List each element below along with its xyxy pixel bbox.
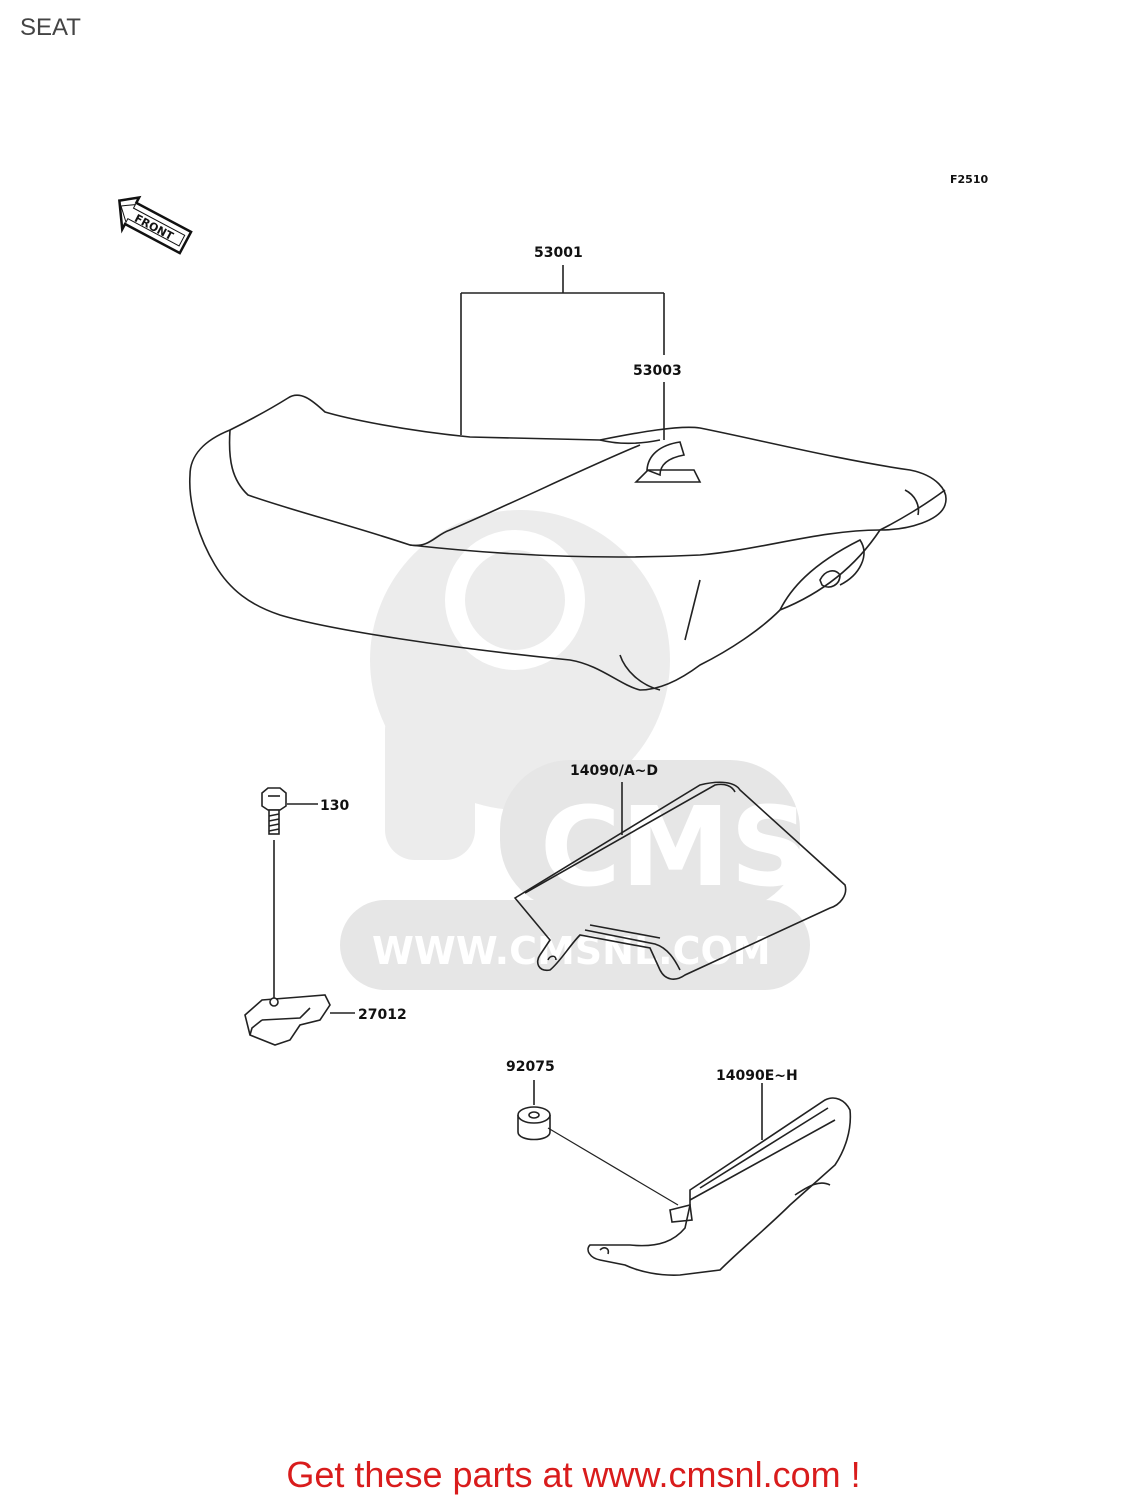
callout-53001 (460, 265, 665, 435)
watermark-logo-text: CMS (540, 783, 809, 911)
part-label-14090e-h: 14090E~H (716, 1068, 798, 1084)
part-label-130: 130 (320, 798, 349, 814)
watermark-url: WWW.CMSNL.COM (372, 929, 771, 973)
clip-drawing (244, 994, 331, 1046)
bolt-drawing (261, 787, 287, 835)
grommet-drawing (517, 1106, 551, 1141)
part-label-53001: 53001 (534, 245, 583, 261)
side-cover-upper-drawing (513, 781, 847, 980)
front-arrow-icon: FRONT (118, 195, 193, 255)
figure-code: F2510 (950, 173, 988, 186)
page-title: SEAT (20, 14, 81, 41)
part-label-53003: 53003 (633, 363, 682, 379)
seat-assembly-drawing (189, 394, 947, 691)
side-cover-lower-drawing (587, 1097, 852, 1276)
part-label-27012: 27012 (358, 1007, 407, 1023)
footer-cta-link[interactable]: Get these parts at www.cmsnl.com ! (286, 1454, 861, 1495)
part-label-92075: 92075 (506, 1059, 555, 1075)
part-label-14090-a-d: 14090/A~D (570, 763, 658, 779)
watermark: CMS WWW.CMSNL.COM (340, 510, 810, 990)
